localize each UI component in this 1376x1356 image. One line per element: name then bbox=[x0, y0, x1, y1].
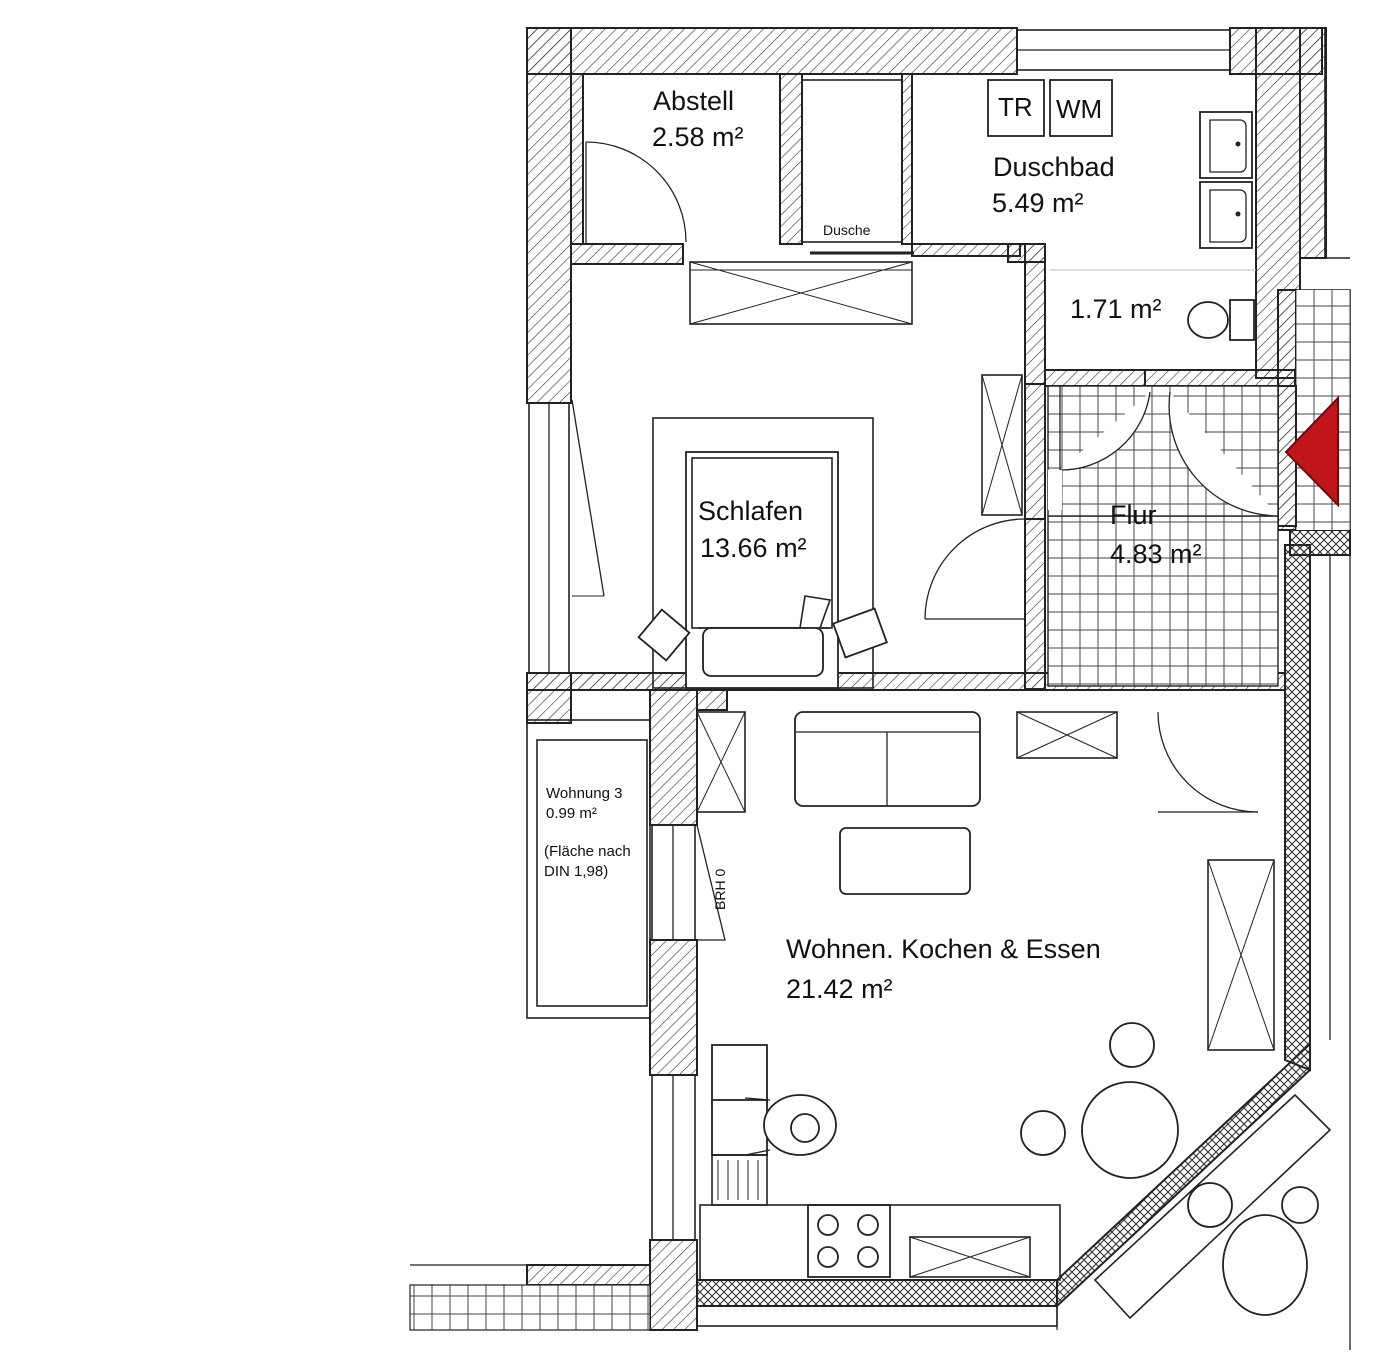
schlafen-room: Schlafen 13.66 m² bbox=[571, 374, 1026, 689]
wc-area: 1.71 m² bbox=[1070, 294, 1162, 324]
cooktop-icon bbox=[807, 1204, 891, 1278]
wardrobe bbox=[689, 261, 913, 325]
schlafen-door bbox=[924, 518, 1026, 620]
lower-balcony bbox=[409, 1264, 651, 1331]
terrace bbox=[1056, 1093, 1332, 1330]
balkon-area: Wohnung 3 0.99 m² (Fläche nach DIN 1,98) bbox=[526, 719, 651, 1019]
dusche-label: Dusche bbox=[823, 222, 871, 238]
flur-area: 4.83 m² bbox=[1110, 539, 1202, 569]
sink-upper bbox=[711, 1044, 768, 1106]
flur-label: Flur bbox=[1110, 500, 1157, 530]
nightstand-right bbox=[832, 607, 888, 659]
wohnen-area: 21.42 m² bbox=[786, 974, 893, 1004]
flur-room: Flur 4.83 m² bbox=[1047, 385, 1339, 687]
duschbad-label: Duschbad bbox=[993, 152, 1115, 182]
chair-3 bbox=[1187, 1182, 1233, 1228]
balkon-note-line1: (Fläche nach bbox=[544, 843, 631, 860]
person-at-sink-icon bbox=[744, 1094, 837, 1156]
dusche-closet: Dusche bbox=[801, 79, 914, 255]
abstell-area: 2.58 m² bbox=[652, 122, 744, 152]
balkon-note-line2: DIN 1,98) bbox=[544, 863, 608, 880]
outer-walls bbox=[526, 27, 1351, 1350]
chair-1 bbox=[1109, 1022, 1155, 1068]
schlafen-area: 13.66 m² bbox=[700, 533, 807, 563]
balkon-area: 0.99 m² bbox=[546, 805, 597, 822]
schlafen-label: Schlafen bbox=[698, 496, 803, 526]
toilet-tank bbox=[1229, 299, 1255, 341]
entrance-arrow-icon bbox=[1284, 395, 1339, 508]
duschbad-room: TR WM Duschbad 5.49 m² 1.71 m² bbox=[987, 79, 1256, 341]
wohnen-room: BRH 0 Wohnen. Kochen & Essen 21.42 m² bbox=[696, 711, 1275, 1281]
wohnen-label: Wohnen. Kochen & Essen bbox=[786, 934, 1101, 964]
coffee-table bbox=[839, 827, 971, 895]
pillow bbox=[702, 627, 824, 677]
abstell-door bbox=[585, 141, 687, 243]
washing-machine-label: WM bbox=[1056, 94, 1102, 124]
abstell-room: Abstell 2.58 m² bbox=[585, 86, 744, 244]
balkon-label: Wohnung 3 bbox=[546, 785, 622, 802]
sink-lower bbox=[711, 1099, 768, 1156]
duschbad-area: 5.49 m² bbox=[992, 188, 1084, 218]
toilet-bowl bbox=[1187, 301, 1229, 339]
chair-2 bbox=[1020, 1110, 1066, 1156]
nightstand-left bbox=[637, 608, 691, 662]
brh-label: BRH 0 bbox=[712, 869, 728, 910]
dryer-appliance bbox=[987, 79, 1045, 137]
dryer-label: TR bbox=[998, 92, 1033, 122]
dining-table bbox=[1081, 1081, 1179, 1179]
abstell-label: Abstell bbox=[653, 86, 734, 116]
washing-machine-appliance bbox=[1049, 79, 1113, 137]
